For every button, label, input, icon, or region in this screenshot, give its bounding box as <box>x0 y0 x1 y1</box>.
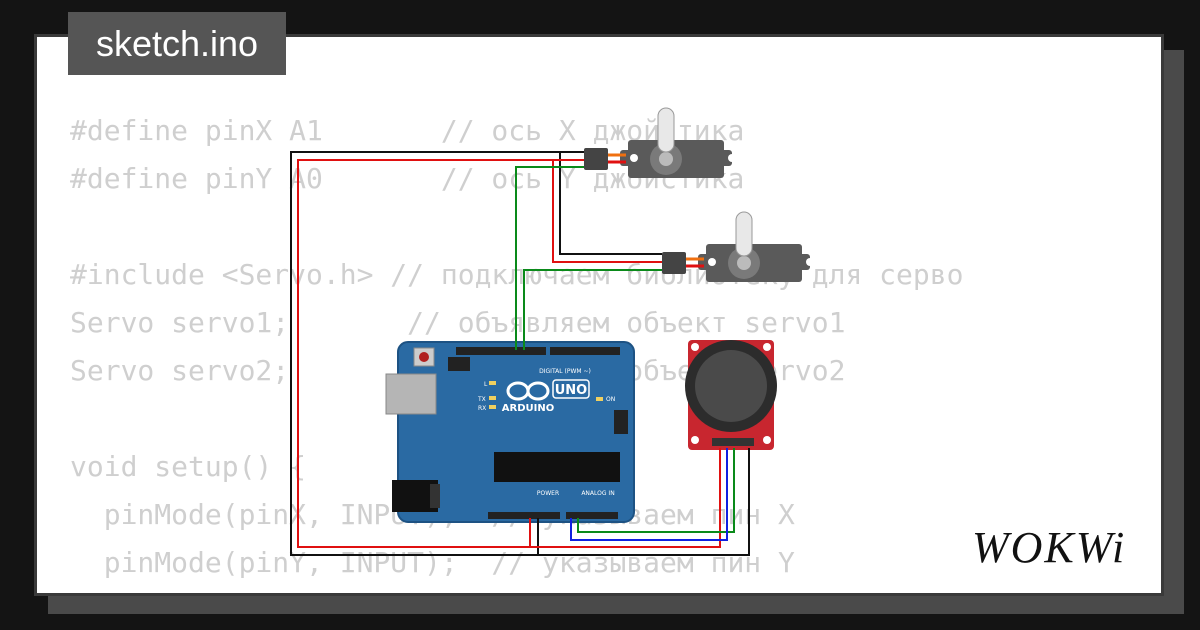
digital-label: DIGITAL (PWM ~) <box>539 368 591 375</box>
atmega-chip <box>494 452 620 482</box>
servo-2-horn <box>735 211 753 257</box>
sketch-title-tab[interactable]: sketch.ino <box>68 12 286 75</box>
wiring <box>290 151 750 556</box>
arduino-uno-board[interactable]: UNO ARDUINO DIGITAL (PWM ~) L TX RX ON P… <box>385 341 635 523</box>
servo-1-horn <box>657 107 675 153</box>
analog-header <box>566 512 618 519</box>
tx-led-label: TX <box>477 396 486 403</box>
usb-port <box>385 373 437 415</box>
board-brand-label: ARDUINO <box>502 403 554 414</box>
digital-header <box>456 347 620 355</box>
joystick-knob[interactable] <box>695 350 767 422</box>
rx-led-label: RX <box>478 405 486 412</box>
board-model-label: UNO <box>555 383 588 398</box>
preview-card: #define pinX A1 // ось X джойстика#defin… <box>34 34 1164 596</box>
code-line: void setup() { <box>70 450 307 483</box>
servo-motor-1[interactable] <box>584 107 736 178</box>
code-line: Servo servo1; // объявляем объект servo1 <box>70 306 846 339</box>
power-header <box>488 512 560 519</box>
code-line: pinMode(pinY, INPUT); // указываем пин Y <box>70 546 795 579</box>
analog-label: ANALOG IN <box>581 490 614 497</box>
reset-button[interactable] <box>419 352 429 362</box>
on-led-label: ON <box>606 396 615 403</box>
power-label: POWER <box>537 490 559 497</box>
code-line: #define pinX A1 // ось X джойстика <box>70 114 745 147</box>
analog-joystick[interactable] <box>685 340 777 450</box>
arduino-logo <box>506 379 590 401</box>
servo-motor-2[interactable] <box>662 211 814 282</box>
l-led-label: L <box>484 381 488 388</box>
wokwi-logo: WOKWi <box>972 523 1127 572</box>
